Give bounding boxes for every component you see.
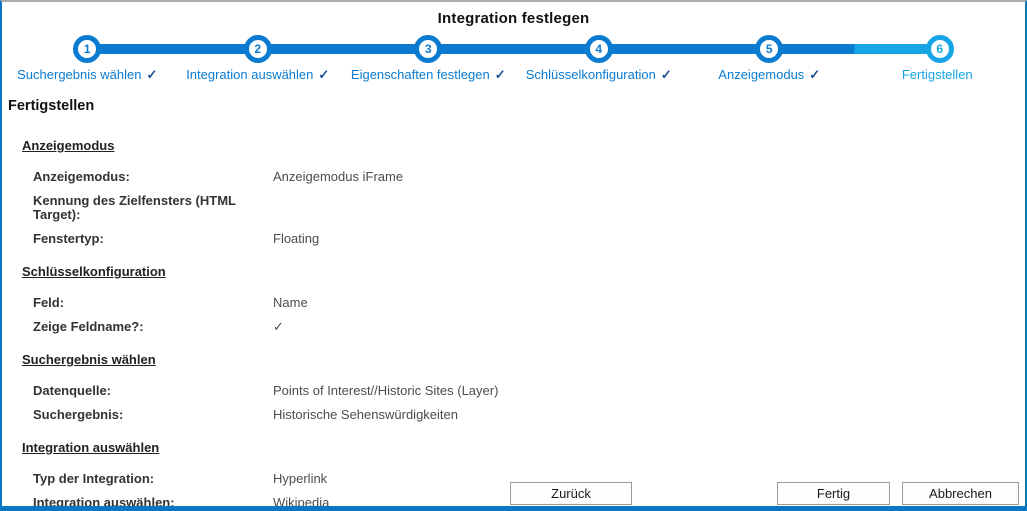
row-value: Floating [273, 231, 320, 246]
step-5-label: Anzeigemodus [718, 67, 805, 82]
stepper-step-4[interactable]: 4 Schlüsselkonfiguration ✓ [514, 35, 685, 83]
row-label: Fenstertyp: [33, 231, 104, 246]
step-4-circle: 4 [584, 35, 613, 63]
step-5-completed-check-icon: ✓ [809, 67, 821, 82]
row-value: Historische Sehenswürdigkeiten [273, 407, 458, 422]
stepper-step-1[interactable]: 1 Suchergebnis wählen ✓ [2, 35, 173, 83]
section-suchergebnis-waehlen: Suchergebnis wählen Datenquelle: Points … [22, 344, 1025, 422]
row-label: Anzeigemodus: [33, 169, 130, 184]
row-label: Zeige Feldname?: [33, 319, 144, 334]
step-1-label: Suchergebnis wählen [17, 67, 142, 82]
section-title: Suchergebnis wählen [22, 352, 156, 367]
stepper-step-2[interactable]: 2 Integration auswählen ✓ [173, 35, 344, 83]
row-value: Anzeigemodus iFrame [273, 169, 404, 184]
page-heading: Fertigstellen [8, 98, 95, 114]
cancel-button[interactable]: Abbrechen [902, 482, 1019, 505]
step-2-circle: 2 [243, 35, 272, 63]
summary-content: Anzeigemodus Anzeigemodus: Anzeigemodus … [22, 130, 1025, 510]
wizard-stepper: 1 Suchergebnis wählen ✓ 2 Integration aus… [2, 35, 1025, 85]
step-4-completed-check-icon: ✓ [660, 67, 672, 82]
summary-row: Fenstertyp: Floating [33, 232, 1025, 246]
step-5-circle: 5 [755, 35, 784, 63]
row-value: Hyperlink [273, 471, 328, 486]
row-value: Wikipedia [273, 495, 330, 510]
stepper-track [87, 44, 940, 54]
step-6-label: Fertigstellen [901, 67, 973, 82]
row-value: Name [273, 295, 308, 310]
section-anzeigemodus: Anzeigemodus Anzeigemodus: Anzeigemodus … [22, 130, 1025, 246]
checkmark-value: ✓ [273, 319, 284, 334]
summary-row: Integration auswählen: Wikipedia [33, 495, 1025, 510]
row-label: Datenquelle: [33, 383, 112, 398]
step-2-label: Integration auswählen [186, 67, 314, 82]
stepper-step-3[interactable]: 3 Eigenschaften festlegen ✓ [343, 35, 514, 83]
row-value: Points of Interest//Historic Sites (Laye… [273, 383, 499, 398]
summary-row: Anzeigemodus: Anzeigemodus iFrame [33, 170, 1025, 184]
summary-row: Suchergebnis: Historische Sehenswürdigke… [33, 408, 1025, 422]
back-button[interactable]: Zurück [510, 482, 632, 505]
section-title: Anzeigemodus [22, 138, 115, 153]
finish-button[interactable]: Fertig [777, 482, 890, 505]
summary-row: Zeige Feldname?: ✓ [33, 320, 1025, 334]
step-1-completed-check-icon: ✓ [146, 67, 158, 82]
section-title: Schlüsselkonfiguration [22, 264, 166, 279]
row-label: Integration auswählen: [33, 495, 175, 510]
step-3-circle: 3 [414, 35, 443, 63]
step-3-label: Eigenschaften festlegen [350, 67, 490, 82]
row-label: Suchergebnis: [33, 407, 124, 422]
step-3-completed-check-icon: ✓ [494, 67, 506, 82]
row-label: Feld: [33, 295, 65, 310]
summary-row: Datenquelle: Points of Interest//Histori… [33, 384, 1025, 398]
section-title: Integration auswählen [22, 440, 160, 455]
section-integration-auswaehlen: Integration auswählen Typ der Integratio… [22, 432, 1025, 510]
page-title: Integration festlegen [437, 10, 590, 27]
summary-row: Feld: Name [33, 296, 1025, 310]
section-schluesselkonfiguration: Schlüsselkonfiguration Feld: Name Zeige … [22, 256, 1025, 334]
stepper-step-6[interactable]: 6 Fertigstellen [855, 35, 1026, 83]
row-label: Kennung des Zielfensters (HTML Target): [33, 193, 236, 222]
step-6-circle: 6 [925, 35, 954, 63]
step-4-label: Schlüsselkonfiguration [525, 67, 656, 82]
step-1-circle: 1 [73, 35, 102, 63]
summary-row: Kennung des Zielfensters (HTML Target): [33, 194, 1025, 222]
step-2-completed-check-icon: ✓ [318, 67, 330, 82]
row-label: Typ der Integration: [33, 471, 155, 486]
summary-row: Typ der Integration: Hyperlink [33, 472, 1025, 486]
stepper-step-5[interactable]: 5 Anzeigemodus ✓ [684, 35, 855, 83]
